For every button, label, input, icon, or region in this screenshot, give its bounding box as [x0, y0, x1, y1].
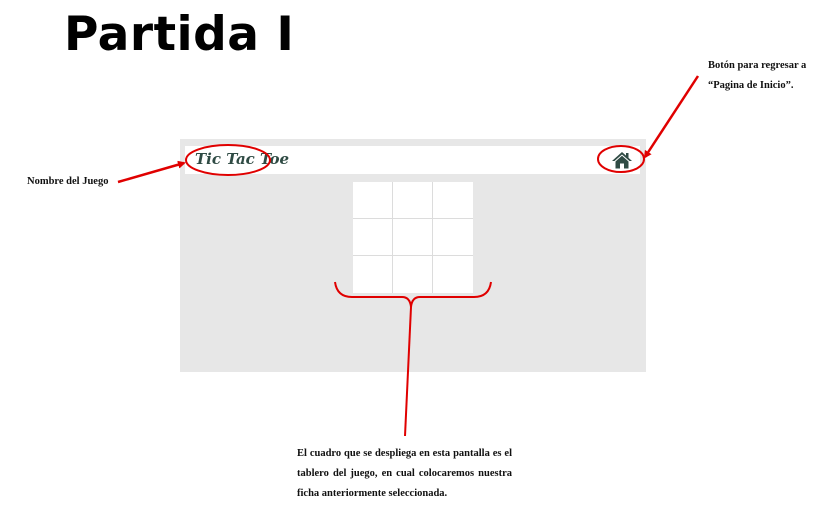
game-name-annotation: Nombre del Juego	[27, 176, 109, 187]
board-cell-4[interactable]	[353, 219, 393, 256]
home-button-arrow	[643, 75, 700, 159]
game-name-arrow	[117, 160, 186, 184]
board-arrow	[404, 306, 412, 437]
game-name: Tic Tac Toe	[195, 150, 290, 168]
board-annotation: El cuadro que se despliega en esta panta…	[297, 448, 512, 499]
home-button-highlight	[597, 145, 645, 173]
home-button[interactable]	[611, 150, 633, 170]
board-cell-8[interactable]	[393, 256, 433, 293]
home-icon	[612, 152, 632, 169]
game-name-highlight	[185, 144, 271, 176]
game-board	[353, 182, 473, 293]
board-cell-6[interactable]	[433, 219, 473, 256]
board-cell-5[interactable]	[393, 219, 433, 256]
app-window: Tic Tac Toe	[180, 139, 646, 372]
board-cell-3[interactable]	[433, 182, 473, 219]
board-brace	[334, 281, 492, 308]
board-cell-2[interactable]	[393, 182, 433, 219]
board-cell-9[interactable]	[433, 256, 473, 293]
page-title: Partida I	[64, 7, 295, 62]
board-cell-1[interactable]	[353, 182, 393, 219]
board-cell-7[interactable]	[353, 256, 393, 293]
home-button-annotation: Botón para regresar a “Pagina de Inicio”…	[708, 60, 807, 91]
